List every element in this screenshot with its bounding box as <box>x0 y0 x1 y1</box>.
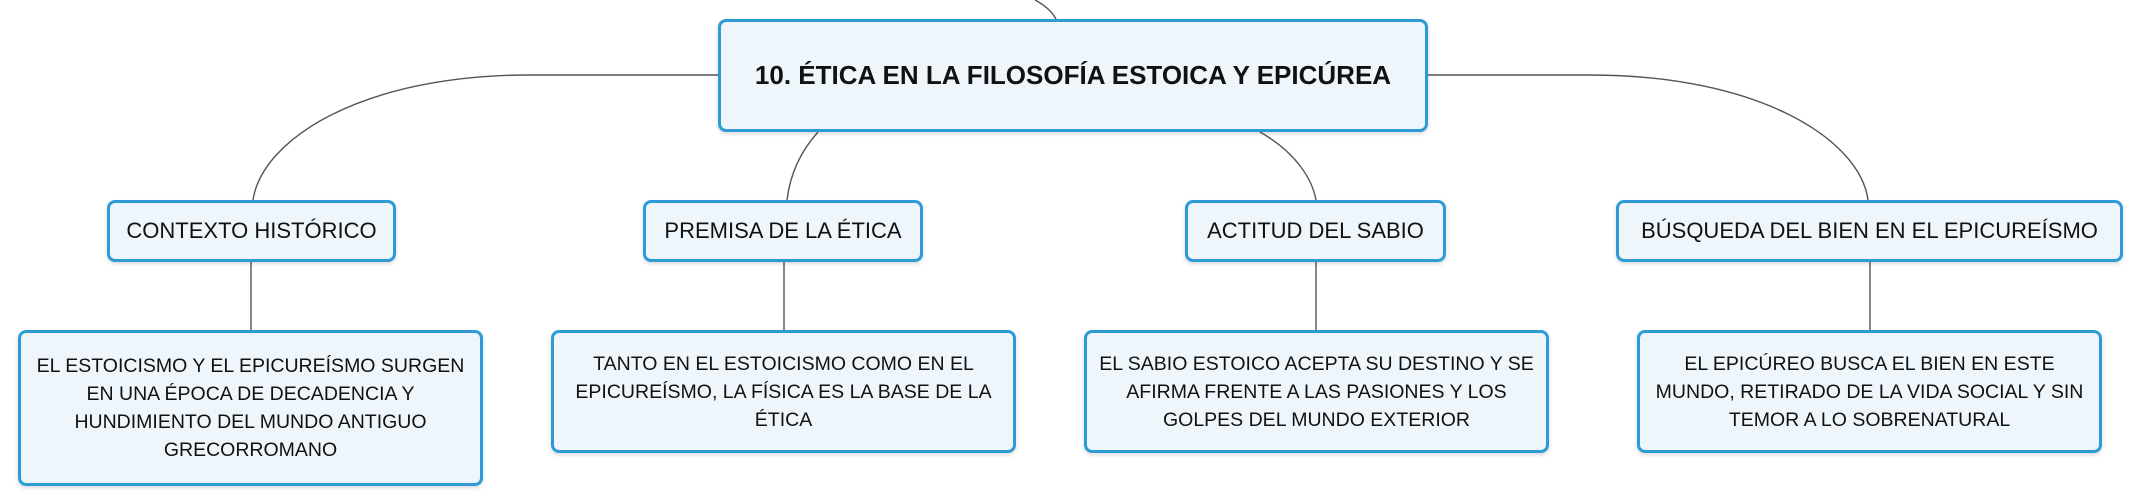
connector-parent <box>1034 0 1057 20</box>
detail-contexto-historico[interactable]: EL ESTOICISMO Y EL EPICUREÍSMO SURGEN EN… <box>18 330 483 486</box>
topic-busqueda-del-bien[interactable]: BÚSQUEDA DEL BIEN EN EL EPICUREÍSMO <box>1616 200 2123 262</box>
connector-central-to-contexto <box>252 74 718 201</box>
detail-actitud-del-sabio[interactable]: EL SABIO ESTOICO ACEPTA SU DESTINO Y SE … <box>1084 330 1549 453</box>
central-topic[interactable]: 10. ÉTICA EN LA FILOSOFÍA ESTOICA Y EPIC… <box>718 19 1428 132</box>
detail-premisa-de-la-etica[interactable]: TANTO EN EL ESTOICISMO COMO EN EL EPICUR… <box>551 330 1016 453</box>
detail-busqueda-del-bien[interactable]: EL EPICÚREO BUSCA EL BIEN EN ESTE MUNDO,… <box>1637 330 2102 453</box>
connector-central-to-actitud <box>1259 131 1317 201</box>
topic-actitud-del-sabio[interactable]: ACTITUD DEL SABIO <box>1185 200 1446 262</box>
connector-central-to-premisa <box>786 131 819 201</box>
connector-central-to-busqueda <box>1428 74 1869 201</box>
topic-contexto-historico[interactable]: CONTEXTO HISTÓRICO <box>107 200 396 262</box>
topic-premisa-de-la-etica[interactable]: PREMISA DE LA ÉTICA <box>643 200 923 262</box>
